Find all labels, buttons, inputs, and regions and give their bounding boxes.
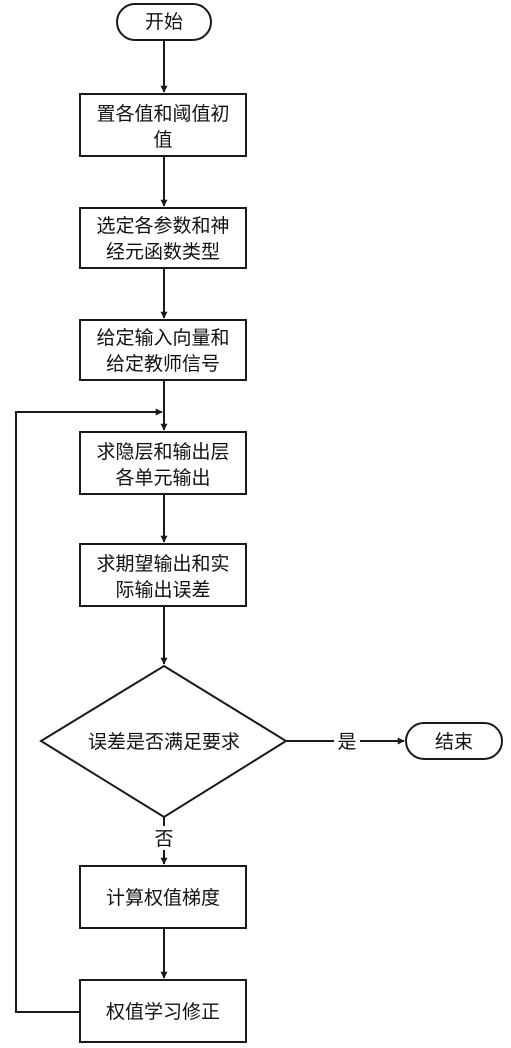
start-label: 开始	[145, 11, 183, 33]
process-box-select-params	[79, 207, 247, 269]
process-box-layer-outputs-line1: 求隐层和输出层	[96, 441, 229, 463]
process-box-weight-gradient	[79, 865, 247, 929]
process-box-output-error-line2: 际输出误差	[115, 579, 210, 601]
process-box-input-vectors	[79, 319, 247, 381]
process-box-init-values	[79, 93, 247, 157]
process-box-init-values-line2: 值	[153, 129, 172, 151]
process-box-init-values-line1: 置各值和阈值初	[96, 103, 229, 125]
process-box-layer-outputs-line2: 各单元输出	[115, 467, 210, 489]
process-box-weight-gradient-label: 计算权值梯度	[106, 887, 220, 909]
process-box-output-error	[79, 543, 247, 607]
end-label: 结束	[435, 731, 473, 753]
decision-diamond	[39, 664, 288, 819]
yes-label-bg	[334, 729, 360, 753]
process-box-select-params-line2: 经元函数类型	[106, 241, 220, 263]
yes-label: 是	[337, 731, 356, 753]
process-box-weight-update-label: 权值学习修正	[106, 1001, 220, 1023]
decision-label: 误差是否满足要求	[88, 731, 240, 753]
start-terminal	[116, 3, 212, 41]
process-box-output-error-line1: 求期望输出和实	[96, 553, 229, 575]
no-label-bg	[150, 826, 178, 850]
no-label: 否	[154, 828, 173, 850]
process-box-layer-outputs	[79, 431, 247, 495]
end-terminal	[405, 722, 503, 760]
process-box-input-vectors-line1: 给定输入向量和	[96, 327, 229, 349]
process-box-weight-update	[79, 979, 247, 1043]
process-box-input-vectors-line2: 给定教师信号	[106, 353, 220, 375]
process-box-select-params-line1: 选定各参数和神	[96, 215, 229, 237]
loop-back-arrow	[15, 408, 163, 1013]
